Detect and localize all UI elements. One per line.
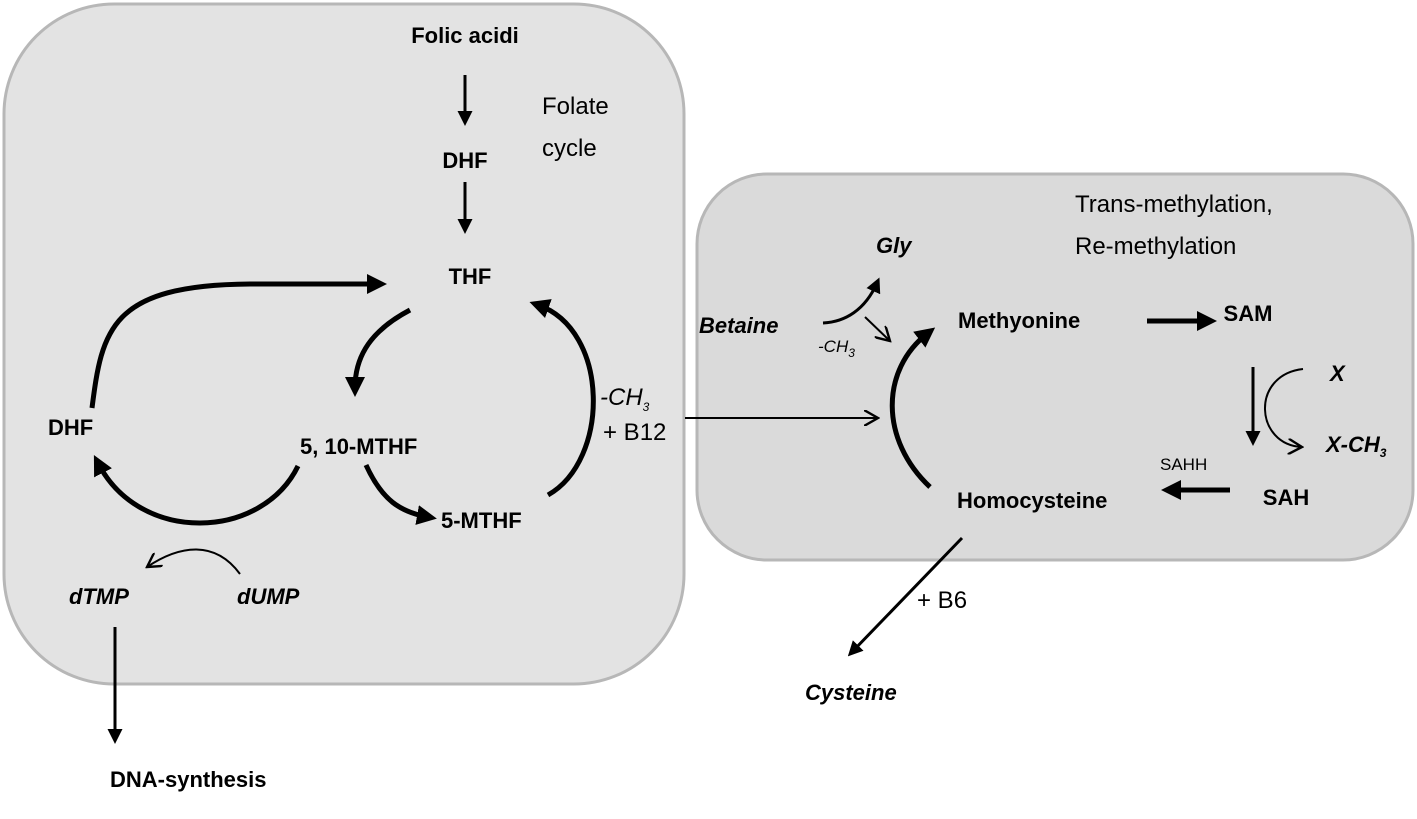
label-folate-ch3: -CH3 xyxy=(600,384,650,414)
label-methylation-title-1: Trans-methylation, xyxy=(1075,191,1273,218)
label-thf: THF xyxy=(449,264,492,289)
label-dump: dUMP xyxy=(237,584,300,609)
label-methionine: Methyonine xyxy=(958,308,1080,333)
label-dhf-top: DHF xyxy=(442,148,487,173)
label-sahh: SAHH xyxy=(1160,455,1207,474)
arrow-betaine-ch3 xyxy=(864,316,890,341)
label-sam: SAM xyxy=(1224,301,1273,326)
arrow-5-10-mthf-to-dhf xyxy=(93,454,301,526)
label-dna-synthesis: DNA-synthesis xyxy=(110,767,266,792)
label-x-ch3: X-CH3 xyxy=(1324,432,1387,460)
label-folic-acid: Folic acidi xyxy=(411,23,519,48)
label-sah: SAH xyxy=(1263,485,1309,510)
label-folate-title-1: Folate xyxy=(542,93,609,120)
label-folate-title-2: cycle xyxy=(542,135,597,162)
label-x: X xyxy=(1328,361,1346,386)
arrow-thf-to-5-10-mthf xyxy=(345,307,412,397)
label-dhf-left: DHF xyxy=(48,415,93,440)
arrow-betaine-to-gly xyxy=(822,277,881,325)
folate-cycle-box xyxy=(2,2,686,686)
methylation-box xyxy=(695,172,1415,562)
label-5-10-mthf: 5, 10-MTHF xyxy=(300,434,417,459)
label-b6: + B6 xyxy=(917,587,967,614)
label-homocysteine: Homocysteine xyxy=(957,488,1107,513)
label-betaine-ch3: -CH3 xyxy=(818,337,855,360)
arrow-5-10-mthf-to-5-mthf xyxy=(363,463,437,525)
arrow-dhf-to-thf-loop xyxy=(89,274,387,409)
label-methylation-title-2: Re-methylation xyxy=(1075,233,1236,260)
label-b12: + B12 xyxy=(603,419,666,446)
arrow-homocysteine-to-methionine xyxy=(889,327,936,489)
label-gly: Gly xyxy=(876,233,913,258)
arrow-5-mthf-to-thf xyxy=(529,299,596,498)
label-5-mthf: 5-MTHF xyxy=(441,508,522,533)
label-betaine: Betaine xyxy=(699,313,778,338)
label-cysteine: Cysteine xyxy=(805,680,897,705)
label-dtmp: dTMP xyxy=(69,584,129,609)
arrow-homocysteine-to-cysteine xyxy=(847,536,964,657)
arrow-x-to-x-ch3 xyxy=(1264,368,1303,447)
arrow-dump-to-dtmp xyxy=(147,548,241,575)
